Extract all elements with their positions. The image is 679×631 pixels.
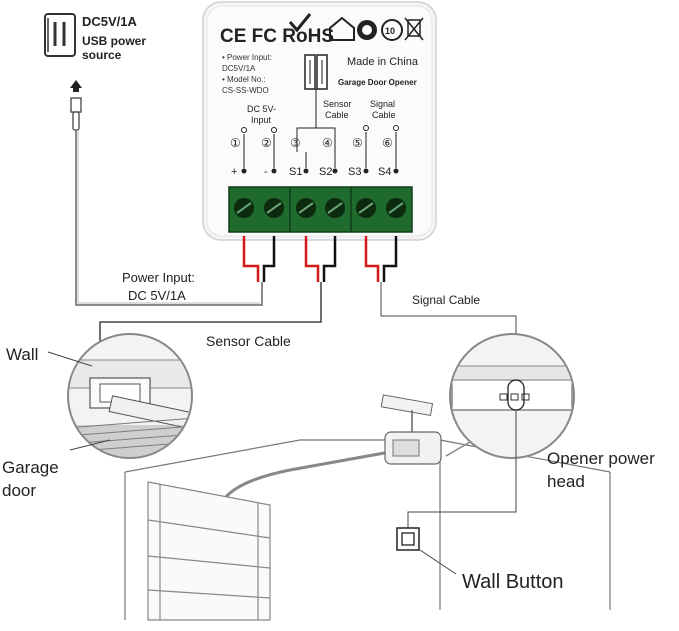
terminal-number-1: ① bbox=[230, 136, 241, 150]
power-source-title: DC5V/1A bbox=[82, 14, 138, 29]
garage-opener-head bbox=[380, 394, 442, 465]
terminal-name-s3: S3 bbox=[348, 166, 361, 178]
terminal-dots bbox=[241, 168, 399, 174]
opener-head-label-line1: Opener power bbox=[547, 449, 655, 468]
opener-rail bbox=[223, 450, 391, 500]
input-label-line2: Input bbox=[251, 115, 272, 125]
terminal-screws bbox=[234, 198, 406, 218]
wall-label: Wall bbox=[6, 345, 38, 364]
svg-text:10: 10 bbox=[385, 26, 395, 36]
power-input-label: Power Input: bbox=[122, 270, 195, 285]
made-in-label: Made in China bbox=[347, 56, 419, 68]
input-label-line1: DC 5V- bbox=[247, 104, 276, 114]
garage-door-pointer-line bbox=[69, 439, 111, 451]
weee-bin-icon bbox=[404, 17, 424, 41]
spec-line-4: CS-SS-WDO bbox=[222, 86, 269, 95]
usb-power-cable bbox=[75, 130, 263, 306]
sensor-cable-label: Sensor Cable bbox=[206, 333, 291, 349]
terminal-number-5: ⑤ bbox=[352, 136, 363, 150]
spec-line-3: • Model No.: bbox=[222, 75, 266, 84]
sensor-zoom-circle bbox=[67, 333, 193, 459]
power-input-value: DC 5V/1A bbox=[128, 288, 186, 303]
sensor-label-line2: Cable bbox=[325, 110, 349, 120]
product-name-label: Garage Door Opener bbox=[338, 78, 417, 87]
signal-label-line2: Cable bbox=[372, 110, 396, 120]
sensor-wires bbox=[304, 236, 337, 282]
signal-label-line1: Signal bbox=[370, 99, 395, 109]
terminal-number-3: ③ bbox=[290, 136, 301, 150]
garage-door-opener-module bbox=[202, 1, 437, 241]
terminal-number-6: ⑥ bbox=[382, 136, 393, 150]
terminal-name-s2: S2 bbox=[319, 166, 332, 178]
garage-door-panels bbox=[147, 481, 271, 621]
arrow-up-icon bbox=[70, 80, 82, 92]
terminal-number-2: ② bbox=[261, 136, 272, 150]
recycle-icon bbox=[357, 20, 377, 40]
terminal-name-s4: S4 bbox=[378, 166, 391, 178]
wall-pointer-line bbox=[47, 351, 93, 367]
garage-door-label-line1: Garage bbox=[2, 458, 59, 477]
usb-plug-icon bbox=[70, 97, 82, 131]
terminal-name-plus: + bbox=[231, 166, 237, 178]
wall-button-cable bbox=[407, 410, 517, 528]
power-source-subtitle-2: source bbox=[82, 48, 122, 62]
signal-cable-label: Signal Cable bbox=[412, 293, 480, 307]
garage-door-label-line2: door bbox=[2, 481, 36, 500]
opener-zoom-circle bbox=[445, 333, 575, 459]
terminal-name-s1: S1 bbox=[289, 166, 302, 178]
power-wires bbox=[242, 236, 276, 282]
signal-wires bbox=[364, 236, 398, 282]
check-mark-icon bbox=[288, 13, 312, 33]
wall-button-label: Wall Button bbox=[462, 571, 564, 593]
opener-head-label-line2: head bbox=[547, 472, 585, 491]
terminal-block bbox=[228, 186, 413, 233]
terminal-name-minus: - bbox=[264, 166, 268, 178]
spec-line-2: DC5V/1A bbox=[222, 64, 256, 73]
wall-socket-icon bbox=[44, 13, 76, 57]
terminal-number-4: ④ bbox=[322, 136, 333, 150]
spec-line-1: • Power Input: bbox=[222, 53, 272, 62]
eco-10-icon: 10 bbox=[381, 19, 403, 41]
sensor-label-line1: Sensor bbox=[323, 99, 352, 109]
home-icon bbox=[329, 16, 355, 41]
terminal-leader-lines bbox=[241, 125, 399, 168]
certification-marks: CE FC RoHS bbox=[220, 26, 334, 47]
wall-button-pointer-line bbox=[419, 549, 457, 575]
reed-switch-icon bbox=[304, 54, 328, 90]
power-source-subtitle: USB power bbox=[82, 34, 146, 48]
wall-button-icon bbox=[396, 527, 420, 551]
